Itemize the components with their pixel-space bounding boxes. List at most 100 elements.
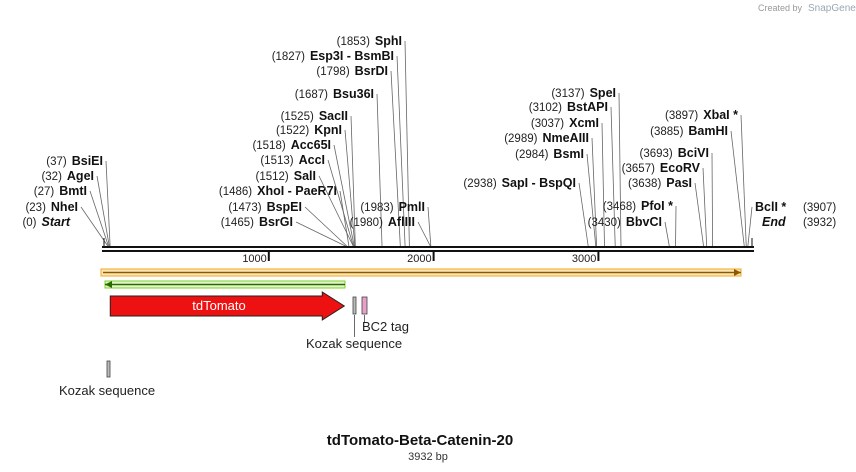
orf-forward-arrow[interactable] [100,268,742,277]
site-sapi[interactable]: SapI - BspQI(2938) [463,176,589,247]
site-spei[interactable]: SpeI(3137) [551,86,622,247]
site-name: BamHI [688,124,728,138]
site-position: (1798) [316,66,349,78]
site-position: (3037) [531,118,564,130]
site-leader-line [105,160,111,247]
site-name: PfoI * [641,199,673,213]
site-name: BspEI [267,200,302,214]
site-pfoi[interactable]: PfoI *(3468) [603,199,677,247]
site-leader-line [396,55,406,247]
snapgene-watermark: Created by SnapGene [758,3,856,14]
site-name: XcmI [569,116,599,130]
site-bcli[interactable]: BclI *(3907) [747,200,837,247]
site-bsrgi[interactable]: BsrGI(1465) [221,215,346,247]
site-bmti[interactable]: BmtI (27) [34,184,109,247]
site-leader-line [404,40,410,247]
site-sphi[interactable]: SphI(1853) [337,34,410,247]
feature-kozak-inner[interactable]: Kozak sequence [306,296,402,351]
site-kpni[interactable]: KpnI(1522) [276,123,356,247]
site-leader-line [344,129,356,247]
site-name: BmtI [59,184,87,198]
site-name: NmeAIII [542,131,589,145]
feature-box [352,296,357,315]
site-leader-line [339,190,350,247]
site-esp3i[interactable]: Esp3I - BsmBI (1827) [272,49,406,247]
site-sacii[interactable]: SacII(1525) [281,109,356,247]
site-name: SphI [375,34,402,48]
ruler-tick-label: 1000 [242,253,266,265]
site-leader-line [740,114,747,247]
feature-bc2-tag[interactable]: BC2 tag [361,296,409,334]
site-name: BsmI [553,147,584,161]
feature-label: Kozak sequence [59,383,155,398]
site-name: BsrGI [259,215,293,229]
site-name: XhoI - PaeR7I [257,184,337,198]
site-position: (1687) [295,89,328,101]
site-xhoi[interactable]: XhoI - PaeR7I(1486) [219,184,350,247]
map-length: 3932 bp [408,451,448,463]
site-position: (3102) [529,102,562,114]
site-position: (2989) [504,133,537,145]
site-end[interactable]: End (3932) [762,215,836,229]
site-acc65i[interactable]: Acc65I(1518) [252,138,355,247]
site-name: Esp3I - BsmBI [310,49,394,63]
ruler-tick [267,252,270,261]
site-afliii[interactable]: AflIII(1980) [350,215,431,247]
site-start[interactable]: Start(0) [22,215,70,229]
site-position: (1513) [260,155,293,167]
site-pasi[interactable]: PasI(3638) [628,176,704,247]
site-leader-line [318,175,354,247]
site-pmli[interactable]: PmlI (1983) [360,200,432,247]
site-leader-line [327,159,354,247]
site-leader-line [333,144,355,247]
site-leader-line [610,106,616,247]
site-bbvci[interactable]: BbvCI(3430) [588,215,670,247]
site-bspei[interactable]: BspEI(1473) [228,200,348,247]
site-leader-line [295,221,346,247]
site-bamhi[interactable]: BamHI(3885) [650,124,745,247]
site-name: PmlI [399,200,425,214]
site-ecorv[interactable]: EcoRV(3657) [622,161,708,247]
feature-box [361,296,368,315]
site-sali[interactable]: SalI(1512) [256,169,354,247]
site-bcivi[interactable]: BciVI(3693) [639,146,714,247]
site-position: (1512) [256,171,289,183]
restriction-sites: Start(0)NheI(23) BmtI (27)AgeI(32)BsiEI(37… [22,34,837,247]
site-position: (1827) [272,51,305,63]
site-name: SpeI [590,86,616,100]
site-position: (1983) [360,202,393,214]
site-bsu36i[interactable]: Bsu36I (1687) [295,87,383,247]
site-position: (27) [34,186,55,198]
site-bsmi[interactable]: BsmI(2984) [515,147,597,247]
site-bstapi[interactable]: BstAPI (3102) [529,100,616,247]
orf-reverse-arrow[interactable] [104,280,346,289]
feature-arrow-shape [109,291,346,321]
site-leader-line [89,190,109,247]
site-bsiei[interactable]: BsiEI(37) [46,154,111,247]
site-name: BstAPI [567,100,608,114]
site-name: End [762,215,786,229]
sequence-backbone [102,246,754,252]
site-xbai[interactable]: XbaI *(3897) [665,108,747,247]
site-name: AccI [299,153,325,167]
site-leader-line [578,182,589,247]
site-nhei[interactable]: NheI(23) [25,200,109,247]
site-leader-line [702,167,708,247]
backbone-top-line [102,246,754,248]
site-position: (3430) [588,217,621,229]
site-leader-line [664,221,670,247]
site-position: (0) [22,217,36,229]
site-xcmi[interactable]: XcmI (3037) [531,116,605,247]
site-bsrdi[interactable]: BsrDI(1798) [316,64,401,247]
feature-tdtomato-arrow[interactable]: tdTomato [109,291,346,321]
site-acci[interactable]: AccI (1513) [260,153,354,247]
feature-kozak-start[interactable]: Kozak sequence [59,360,155,398]
site-leader-line [586,153,597,247]
site-position: (3932) [803,217,836,229]
ruler-tick-label: 3000 [572,253,596,265]
site-position: (3907) [803,202,836,214]
site-name: Bsu36I [333,87,374,101]
site-agei[interactable]: AgeI(32) [41,169,110,247]
site-nmeaiii[interactable]: NmeAIII (2989) [504,131,597,247]
